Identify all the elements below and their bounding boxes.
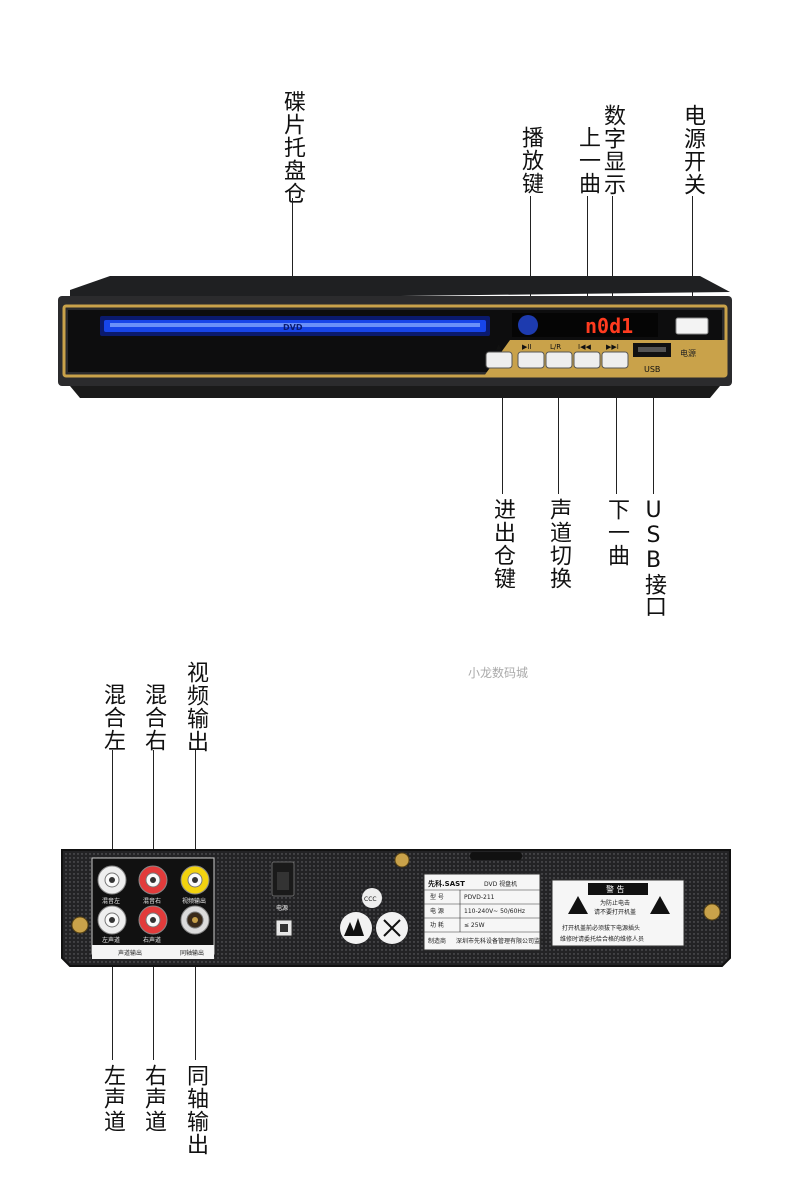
next-track-button[interactable]: ▶▶I [601, 343, 629, 369]
callout-eject-label: 进出仓键 [490, 498, 515, 590]
callout-video-out-line [195, 750, 196, 868]
eject-button[interactable]: ▲ [485, 343, 513, 369]
callout-channel-line [558, 352, 559, 494]
callout-left-channel-label: 左声道 [100, 1064, 125, 1133]
svg-text:请不要打开机盖: 请不要打开机盖 [594, 908, 636, 916]
callout-video-out-label: 视频输出 [183, 661, 208, 753]
callout-coax-out-label: 同轴输出 [183, 1064, 208, 1156]
svg-text:制造商: 制造商 [428, 937, 446, 945]
jack-label-video: 视频输出 [182, 897, 206, 905]
watermark: 小龙数码城 [468, 666, 529, 680]
callout-mix-right-line [153, 750, 154, 868]
display-readout: n0d1 [585, 314, 633, 338]
svg-text:L/R: L/R [550, 343, 561, 351]
mix-left-jack[interactable] [97, 865, 127, 895]
svg-text:▶II: ▶II [522, 343, 532, 351]
prev-track-button[interactable]: I◀◀ [573, 343, 601, 369]
screw-icon [71, 916, 89, 934]
svg-text:PDVD-211: PDVD-211 [464, 894, 495, 901]
svg-text:功 耗: 功 耗 [430, 921, 444, 929]
display-disc-icon [518, 315, 538, 335]
coax-out-label: 同轴输出 [180, 949, 204, 957]
right-channel-jack[interactable] [138, 905, 168, 935]
callout-next-line [616, 352, 617, 494]
svg-text:▲: ▲ [496, 343, 502, 351]
svg-text:为防止电击: 为防止电击 [600, 899, 630, 907]
callout-eject-line [502, 352, 503, 494]
callout-display-label: 数字显示 [600, 104, 625, 196]
power-label: 电源 [680, 348, 696, 358]
callout-usb-line [653, 346, 654, 494]
callout-prev-label: 上一曲 [575, 126, 600, 195]
svg-text:维修时请委托给合格的维修人员: 维修时请委托给合格的维修人员 [560, 935, 644, 943]
svg-text:110-240V~ 50/60Hz: 110-240V~ 50/60Hz [464, 908, 525, 915]
nameplate: 先科.SAST DVD 视盘机 型 号 PDVD-211 电 源 110-240… [423, 873, 546, 951]
usb-label: USB [644, 365, 660, 374]
coax-out-jack[interactable] [180, 905, 210, 935]
callout-right-channel-line [153, 928, 154, 1060]
callout-power-line [692, 196, 693, 322]
callout-display-line [612, 196, 613, 314]
svg-text:电 源: 电 源 [430, 907, 444, 915]
screw-icon [703, 903, 721, 921]
disc-logo: DVD [283, 323, 303, 332]
nameplate-brand: 先科.SAST [428, 879, 465, 888]
rear-power-label: 电源 [276, 904, 288, 912]
callout-mix-left-label: 混合左 [100, 683, 125, 752]
callout-mix-left-line [112, 750, 113, 868]
svg-text:打开机盖前必须拔下电源插头: 打开机盖前必须拔下电源插头 [562, 924, 640, 932]
svg-text:▶▶I: ▶▶I [606, 343, 619, 351]
mix-right-jack[interactable] [138, 865, 168, 895]
callout-mix-right-label: 混合右 [141, 683, 166, 752]
jack-label-mix-right: 混音右 [143, 897, 161, 905]
callout-tray-label: 碟片托盘仓 [280, 90, 305, 205]
svg-text:≤ 25W: ≤ 25W [464, 922, 485, 929]
jack-label-mix-left: 混音左 [102, 897, 120, 905]
recycle-logo-icon [376, 912, 408, 944]
video-out-jack[interactable] [180, 865, 210, 895]
callout-left-channel-line [112, 928, 113, 1060]
warning-triangle-icon [650, 896, 670, 914]
audio-out-label: 声道输出 [118, 949, 142, 957]
warning-triangle-icon [568, 896, 588, 914]
warning-label: 警 告 为防止电击 请不要打开机盖 打开机盖前必须拔下电源插头 维修时请委托给合… [551, 879, 685, 947]
front-top-lid [70, 276, 730, 300]
callout-channel-label: 声道切换 [546, 498, 571, 590]
svg-text:深圳市先科设备管理有限公司监制: 深圳市先科设备管理有限公司监制 [456, 937, 546, 945]
callout-play-line [530, 196, 531, 348]
svg-text:I◀◀: I◀◀ [578, 343, 591, 351]
svg-text:型 号: 型 号 [430, 893, 444, 901]
jack-label-left: 左声道 [102, 936, 120, 944]
callout-coax-out-line [195, 928, 196, 1060]
callout-right-channel-label: 右声道 [141, 1064, 166, 1133]
callout-usb-label: USB接口 [641, 498, 666, 617]
warning-title: 警 告 [606, 884, 625, 894]
callout-play-label: 播放键 [518, 126, 543, 195]
play-pause-button[interactable]: ▶II [517, 343, 545, 369]
callout-next-label: 下一曲 [604, 498, 629, 567]
left-channel-jack[interactable] [97, 905, 127, 935]
callout-tray-line [292, 198, 293, 326]
channel-switch-button[interactable]: L/R [545, 343, 573, 369]
front-base [70, 386, 720, 398]
callout-power-label: 电源开关 [680, 104, 705, 196]
ccc-logo-icon: CCC [362, 888, 382, 908]
screw-icon [394, 852, 410, 868]
jack-label-right: 右声道 [143, 936, 161, 944]
power-switch[interactable] [675, 317, 709, 335]
dvd-front-panel: DVD n0d1 电源 USB ▲ ▶II L/R I◀◀ ▶▶I [58, 276, 732, 398]
callout-prev-line [587, 196, 588, 348]
quality-logo-icon [340, 912, 372, 944]
svg-text:CCC: CCC [364, 896, 377, 903]
nameplate-product: DVD 视盘机 [484, 880, 517, 888]
